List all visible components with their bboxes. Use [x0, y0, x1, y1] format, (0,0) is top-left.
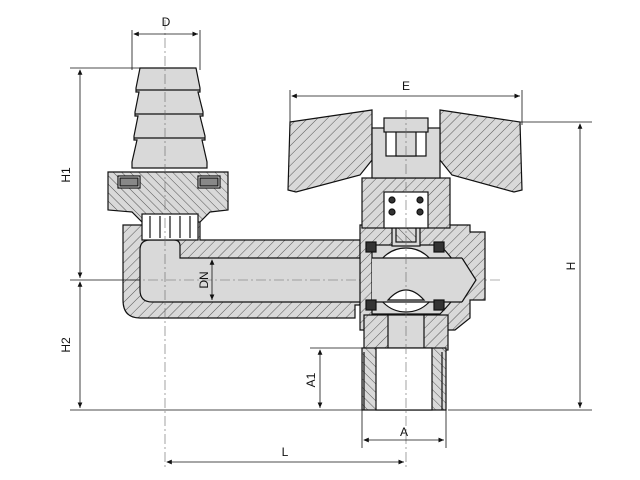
dimension-label-l: L [282, 445, 289, 459]
threaded-outlet [361, 314, 449, 411]
dimension-label-e: E [402, 79, 410, 93]
dimension-label-a: A [400, 425, 408, 439]
dimension-label-h2: H2 [59, 337, 73, 353]
dimension-label-h1: H1 [59, 167, 73, 183]
valve-head [359, 224, 486, 331]
dimension-label-a1: A1 [304, 372, 318, 387]
dimension-label-dn: DN [197, 271, 211, 288]
dimension-label-h: H [564, 262, 578, 271]
dimension-label-d: D [162, 15, 171, 29]
dimension-lines [70, 30, 592, 465]
centre-lines [164, 20, 407, 470]
hose-barb-connector [107, 67, 229, 241]
